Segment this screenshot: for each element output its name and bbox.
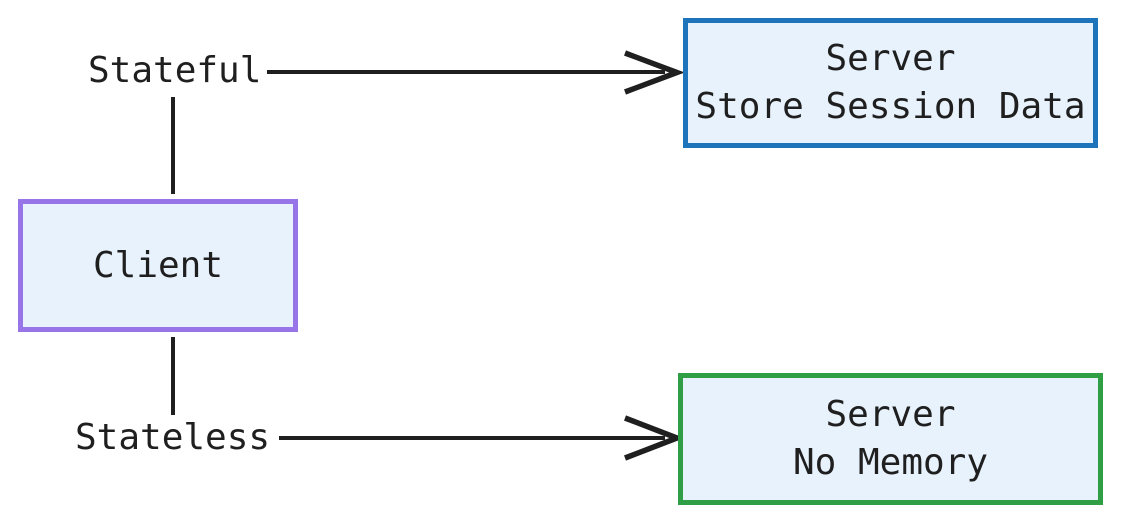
client-node: Client <box>18 199 298 332</box>
server-stateless-title: Server <box>825 394 956 435</box>
stateless-edge-label: Stateless <box>75 417 271 458</box>
server-stateful-subtitle: Store Session Data <box>695 86 1086 127</box>
stateless-arrowhead-icon <box>624 415 685 461</box>
server-stateful-node: Server Store Session Data <box>683 18 1098 148</box>
server-stateless-subtitle: No Memory <box>792 442 989 483</box>
server-stateful-title: Server <box>825 38 956 79</box>
stateful-edge-label: Stateful <box>88 50 262 91</box>
server-stateless-node: Server No Memory <box>678 373 1103 505</box>
client-node-label: Client <box>92 244 224 286</box>
stateful-arrowhead-icon <box>624 50 685 95</box>
